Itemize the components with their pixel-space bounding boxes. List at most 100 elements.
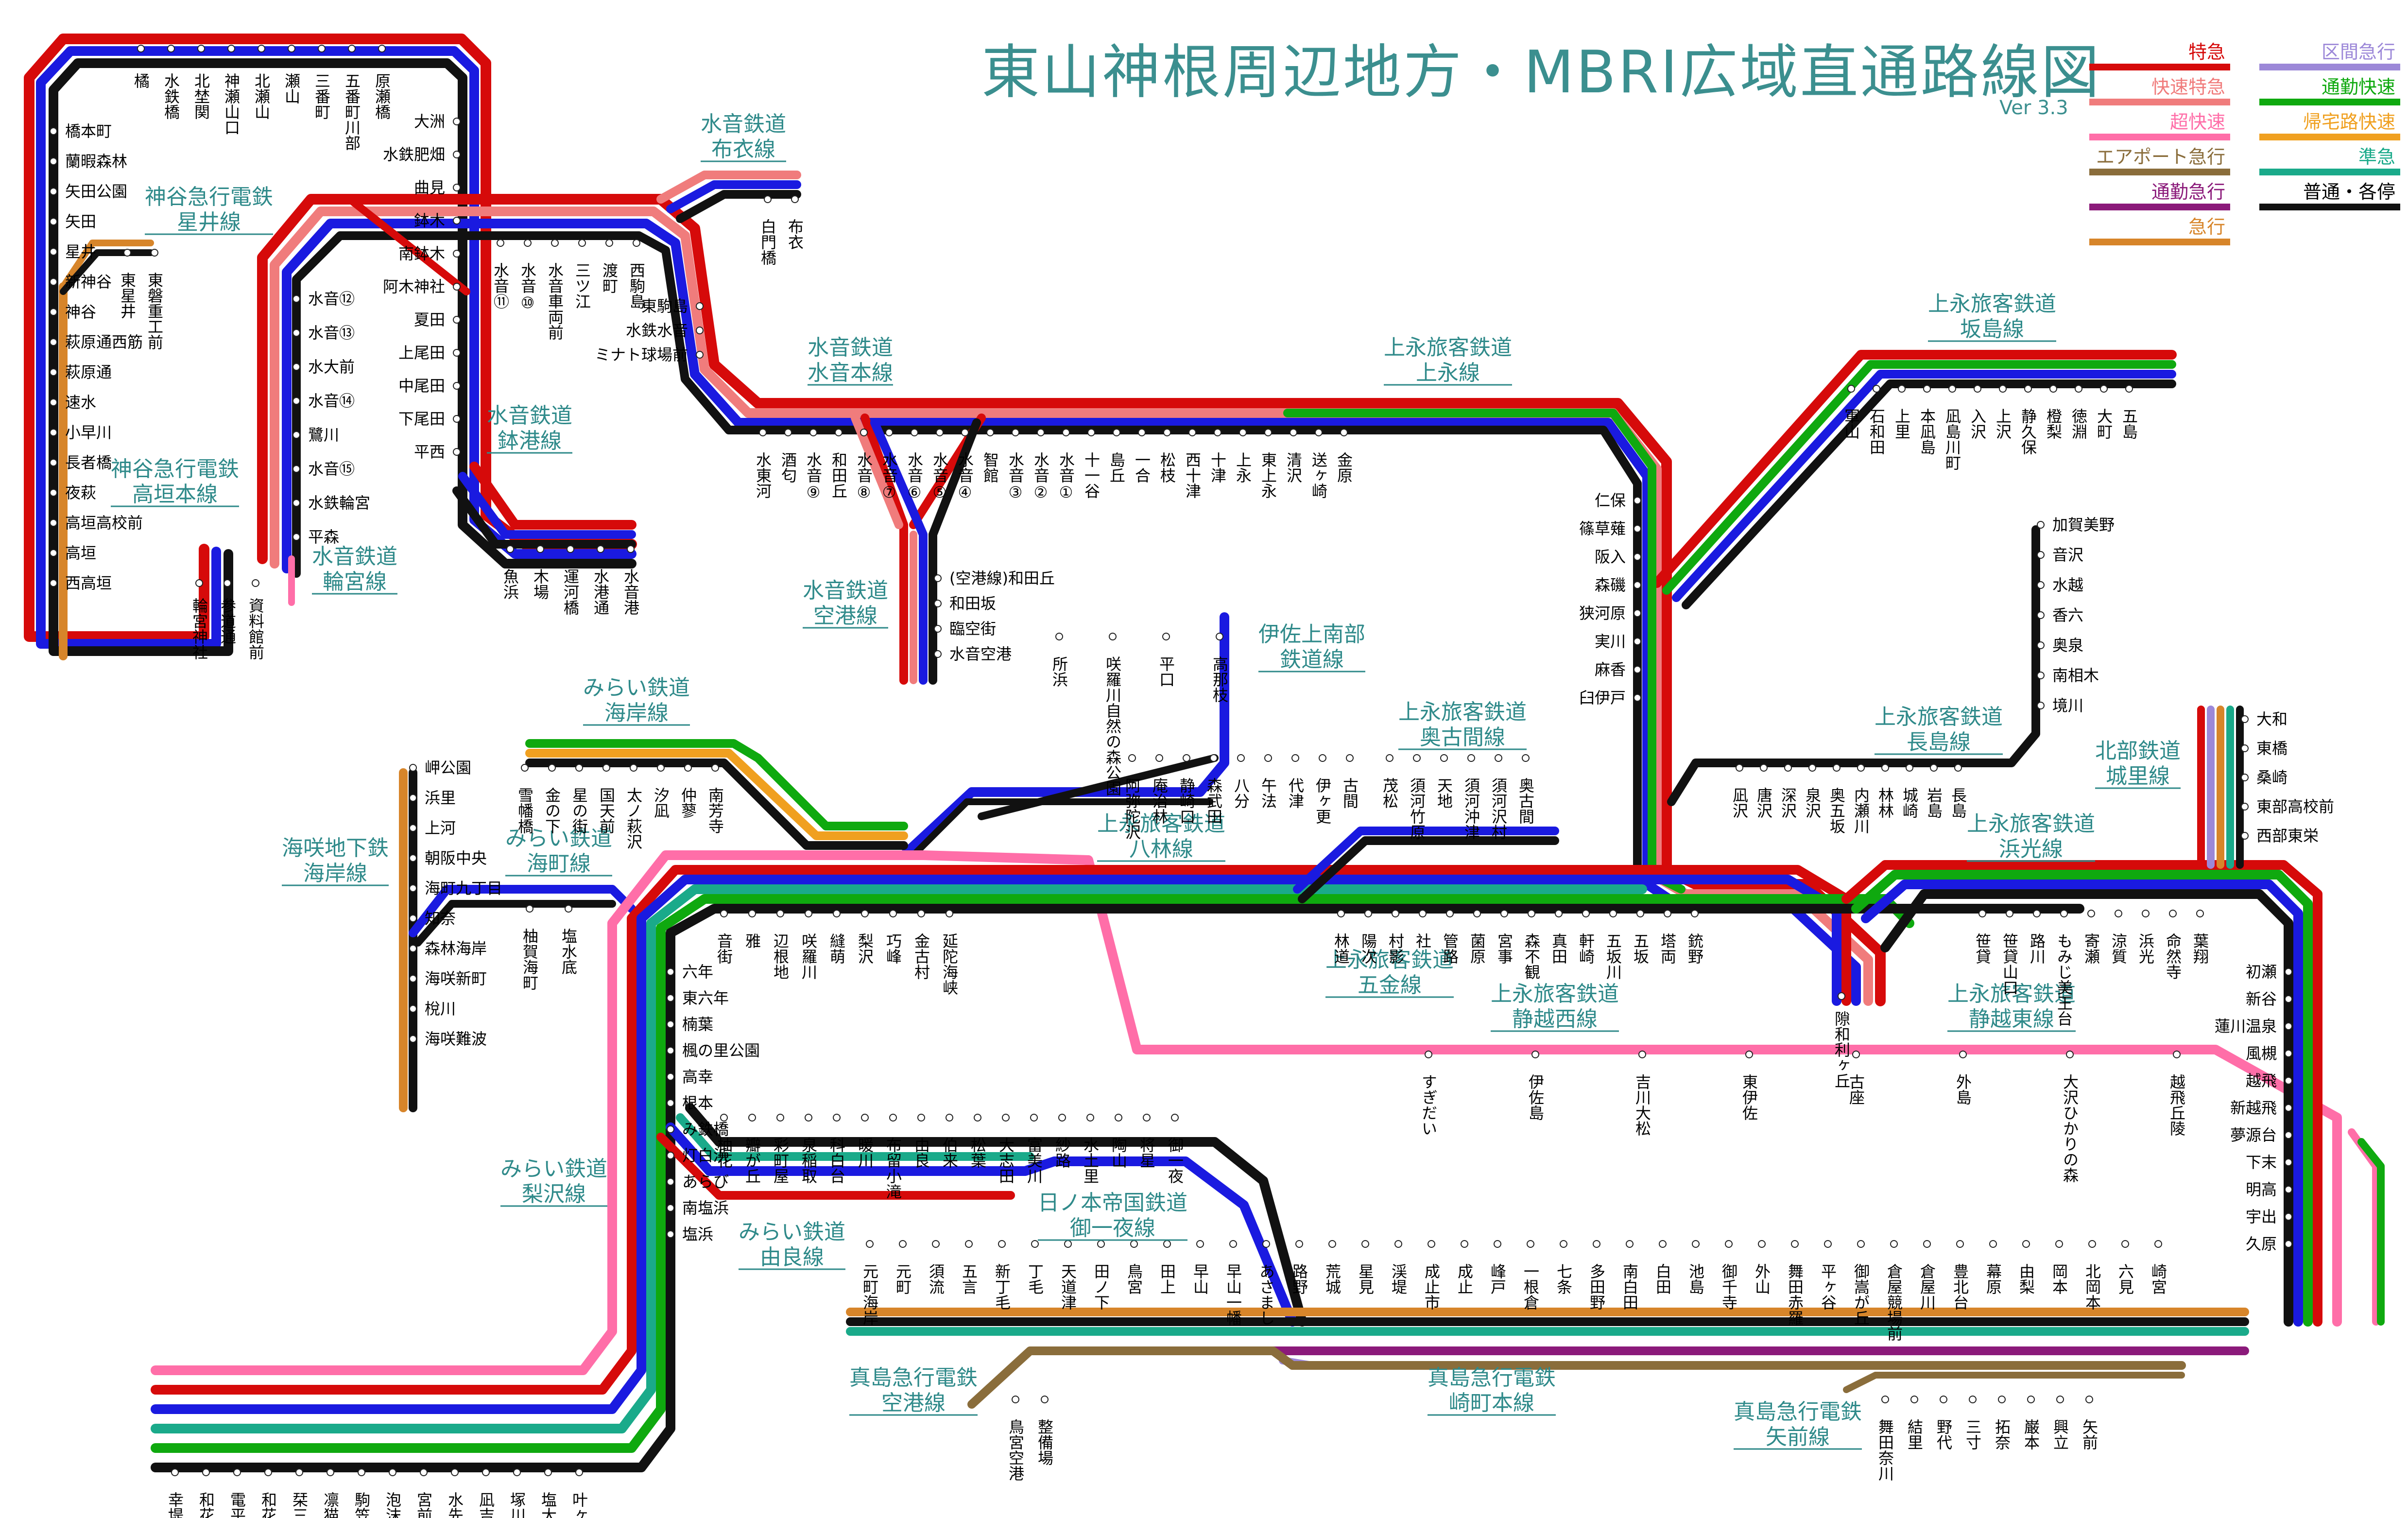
station-dot	[292, 465, 300, 473]
station-label: 水越	[2052, 576, 2083, 594]
station-dot	[934, 600, 942, 607]
station-label: 清沢	[1284, 452, 1303, 483]
station-dot	[1528, 910, 1535, 917]
station-label: 林林	[1876, 787, 1894, 818]
station-label: 水音⑩	[518, 262, 537, 312]
station-dot	[1582, 910, 1590, 917]
station-label: 大志田	[997, 1137, 1015, 1184]
station-label: 国天前	[597, 787, 616, 834]
station-dot	[1467, 754, 1475, 762]
station-dot	[667, 1073, 674, 1081]
station-label: 天道津	[1059, 1263, 1077, 1310]
station-label: 越飛	[2246, 1071, 2277, 1090]
station-label: 辺根地	[771, 933, 790, 980]
station-dot	[657, 764, 665, 772]
station-label: 本凪島	[1918, 408, 1936, 455]
station-dot	[667, 994, 674, 1002]
station-dot	[2037, 581, 2045, 589]
station-label: 舞田奈川	[1876, 1419, 1894, 1481]
station-dot	[1290, 429, 1297, 436]
station-label: 森林海岸	[425, 939, 487, 958]
line-label-company: 上永旅客鉄道	[1384, 335, 1512, 360]
route-nagashima	[1667, 525, 2040, 806]
station-label: 東橋	[2256, 739, 2288, 758]
station-label: 明高	[2246, 1180, 2277, 1199]
station-label: 大町	[2095, 408, 2113, 439]
route-central-bundle	[151, 706, 2385, 1472]
line-label-company: 上永旅客鉄道	[1875, 705, 2003, 729]
station-dot	[1030, 1114, 1038, 1121]
station-dot	[1956, 1240, 1964, 1248]
station-dot	[2037, 551, 2045, 559]
station-dot	[544, 1468, 552, 1476]
station-dot	[1346, 754, 1354, 762]
station-dot	[889, 1114, 897, 1121]
station-label: 瀬山	[282, 73, 301, 104]
line-label-company: 真島急行電鉄	[849, 1365, 978, 1390]
station-label: 泉稲取	[799, 1137, 818, 1184]
station-label: 奥古間	[1516, 777, 1535, 824]
station-label: すぎだい	[1419, 1074, 1438, 1136]
line-label-name: 御一夜線	[1070, 1216, 1155, 1241]
station-label: み鉄橋	[682, 1120, 729, 1138]
station-dot	[1062, 429, 1070, 436]
station-label: 水音車両前	[546, 262, 564, 340]
station-dot	[1155, 754, 1163, 762]
station-dot	[409, 1035, 417, 1043]
station-dot	[409, 945, 417, 952]
station-label: 水先街道	[446, 1492, 464, 1518]
station-dot	[1824, 1240, 1832, 1248]
station-dot	[2241, 774, 2249, 781]
station-dot	[2241, 832, 2249, 840]
station-dot	[1522, 754, 1530, 762]
station-label: 大和	[2256, 710, 2288, 728]
station-dot	[497, 239, 504, 247]
station-label: ミナト球場前	[595, 345, 688, 364]
station-dot	[2033, 910, 2041, 917]
station-label: 涼質	[2109, 933, 2128, 964]
line-label-company: みらい鉄道	[583, 675, 690, 700]
station-dot	[264, 1468, 272, 1476]
station-dot	[451, 1468, 459, 1476]
station-dot	[2087, 910, 2095, 917]
station-label: 泉沢	[1803, 787, 1822, 818]
station-label: 西高垣	[65, 574, 112, 592]
station-label: 北岡本	[2083, 1263, 2101, 1310]
station-label: 水音⑪	[491, 262, 510, 309]
station-label: 宇出	[2246, 1208, 2277, 1226]
route-yura	[656, 1103, 1307, 1327]
station-dot	[548, 764, 556, 772]
station-label: 陶山	[1109, 1137, 1128, 1168]
station-dot	[2285, 1213, 2292, 1221]
station-dot	[776, 1114, 784, 1121]
station-label: 高垣	[65, 544, 96, 562]
station-dot	[2115, 910, 2122, 917]
station-dot	[1012, 429, 1019, 436]
station-dot	[2037, 702, 2045, 709]
station-dot	[50, 579, 57, 587]
station-label: 雪幡橋	[516, 787, 534, 834]
station-label: 新神谷	[65, 273, 112, 291]
station-label: 整備場	[1035, 1419, 1054, 1466]
station-label: 上里	[1892, 408, 1911, 439]
station-label: 軒崎	[1577, 933, 1595, 964]
station-dot	[1337, 910, 1345, 917]
line-label-name: 五金線	[1358, 973, 1422, 998]
station-dot	[453, 184, 461, 191]
station-label: 崎宮	[2149, 1263, 2167, 1294]
station-dot	[2066, 1051, 2074, 1058]
station-dot	[1833, 764, 1840, 772]
station-dot	[1425, 1051, 1432, 1058]
line-label-name: 八林線	[1129, 837, 1193, 862]
station-label: 水鉄肥畑	[383, 145, 445, 164]
station-label: 仁保	[1595, 491, 1626, 510]
station-label: 水音⑧	[855, 452, 873, 501]
station-dot	[934, 625, 942, 633]
station-dot	[602, 764, 610, 772]
station-dot	[2037, 672, 2045, 679]
station-dot	[1593, 1240, 1600, 1248]
station-dot	[2285, 1104, 2292, 1112]
station-label: 神谷	[65, 303, 96, 321]
station-dot	[1989, 1240, 1997, 1248]
station-label: 早山	[1191, 1263, 1209, 1294]
